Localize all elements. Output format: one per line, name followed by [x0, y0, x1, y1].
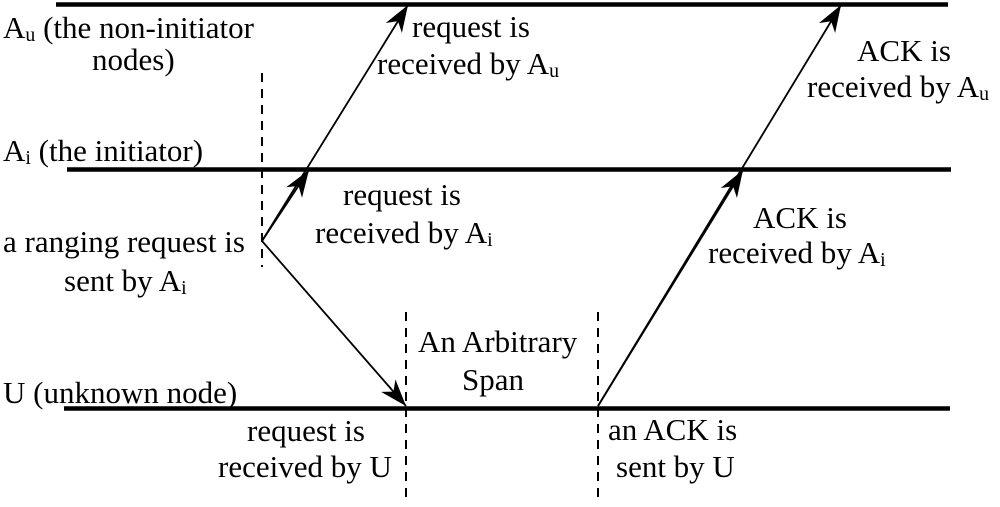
annotation-span-line2: Span	[462, 362, 524, 397]
annotation-req-recv-au-line2-text: received by A	[377, 46, 550, 81]
annotation-ranging-sent-line2: sent by Ai	[64, 263, 187, 299]
annotation-ack-recv-au-line1: ACK is	[857, 33, 951, 68]
annotation-span-line1: An Arbitrary	[418, 324, 578, 359]
annotation-req-recv-ai-line1: request is	[343, 177, 461, 212]
arrow-request-to-au	[261, 4, 409, 242]
arrow-request-to-u	[261, 240, 407, 407]
label-au-base: A	[3, 10, 26, 45]
label-au-subscript: u	[25, 23, 36, 46]
annotation-req-recv-ai-line2: received by Ai	[315, 215, 493, 251]
annotation-req-recv-au-line2: received by Au	[377, 46, 560, 82]
label-u-timeline: U (unknown node)	[3, 375, 238, 410]
annotation-ack-recv-ai-line1: ACK is	[753, 200, 847, 235]
annotation-ack-recv-au-line2-text: received by A	[807, 69, 980, 104]
annotation-ack-recv-ai-line2-text: received by A	[708, 235, 881, 270]
annotation-req-recv-u-line2: received by U	[218, 449, 392, 484]
annotation-req-recv-au-line2-subscript: u	[549, 59, 560, 82]
label-ai-timeline: Ai (the initiator)	[3, 133, 204, 169]
arrow-ack-to-ai	[597, 169, 744, 407]
annotation-ranging-sent-line1: a ranging request is	[3, 224, 245, 259]
annotation-ack-recv-ai-line2: received by Ai	[708, 235, 886, 271]
arrow-request-to-ai	[261, 169, 310, 242]
annotation-req-recv-u-line1: request is	[247, 413, 365, 448]
label-ai-rest: (the initiator)	[30, 133, 204, 168]
label-ai-subscript: i	[25, 146, 31, 169]
annotation-ack-recv-ai-line2-subscript: i	[880, 248, 886, 271]
label-au-rest: (the non-initiator	[35, 10, 254, 45]
label-au-timeline: Au (the non-initiator	[3, 10, 254, 46]
annotation-ack-sent-u-line2: sent by U	[616, 449, 735, 484]
annotation-req-recv-au-line1: request is	[412, 9, 530, 44]
annotation-req-recv-ai-line2-text: received by A	[315, 215, 488, 250]
annotation-req-recv-ai-line2-subscript: i	[487, 228, 493, 251]
annotation-ack-sent-u-line1: an ACK is	[608, 412, 738, 447]
annotation-ranging-sent-line2-subscript: i	[181, 276, 187, 299]
label-au-timeline-line2: nodes)	[92, 42, 175, 77]
annotation-ack-recv-au-line2-subscript: u	[979, 82, 990, 105]
label-ai-base: A	[3, 133, 26, 168]
annotation-ack-recv-au-line2: received by Au	[807, 69, 990, 105]
annotation-ranging-sent-line2-text: sent by A	[64, 263, 182, 298]
